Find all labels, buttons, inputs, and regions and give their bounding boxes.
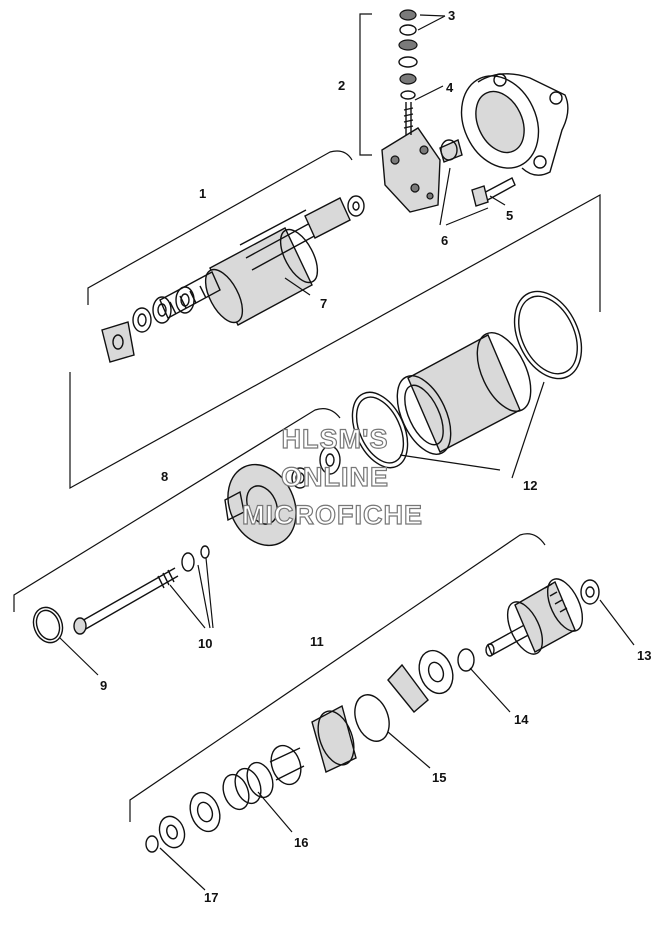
armature (159, 197, 351, 326)
callout-10: 10 (198, 636, 212, 651)
bracket-2 (359, 13, 372, 156)
drive-end-housing (224, 445, 341, 547)
bushing-and-bolt (439, 139, 516, 207)
terminal-stack (398, 9, 418, 135)
through-bolt-assembly (32, 545, 210, 644)
bracket-11 (129, 533, 546, 822)
callout-12: 12 (523, 478, 537, 493)
bracket-1 (87, 150, 353, 305)
bracket-kit-outline (69, 193, 601, 490)
callout-6: 6 (441, 233, 448, 248)
callout-15: 15 (432, 770, 446, 785)
leader-lines (59, 14, 635, 891)
yoke-and-orings (351, 290, 583, 469)
bracket-8 (13, 408, 341, 612)
callout-9: 9 (100, 678, 107, 693)
callout-4: 4 (446, 80, 454, 95)
callout-7: 7 (320, 296, 327, 311)
watermark-line3: MICROFICHE (241, 499, 423, 530)
callout-17: 17 (204, 890, 218, 905)
pinion-shaft (485, 578, 600, 657)
callout-1: 1 (199, 186, 206, 201)
callout-8: 8 (161, 469, 168, 484)
callout-11: 11 (310, 634, 324, 649)
callout-13: 13 (637, 648, 651, 663)
upper-washers (101, 195, 365, 363)
callout-3: 3 (448, 8, 455, 23)
watermark-line2: ONLINE (280, 461, 389, 492)
lower-stack (145, 648, 475, 853)
brush-plate (381, 127, 441, 213)
callout-16: 16 (294, 835, 308, 850)
callout-2: 2 (338, 78, 345, 93)
commutator-end-housing (460, 73, 569, 176)
callout-5: 5 (506, 208, 513, 223)
callout-14: 14 (514, 712, 529, 727)
watermark-line1: HLSM'S (281, 423, 389, 454)
